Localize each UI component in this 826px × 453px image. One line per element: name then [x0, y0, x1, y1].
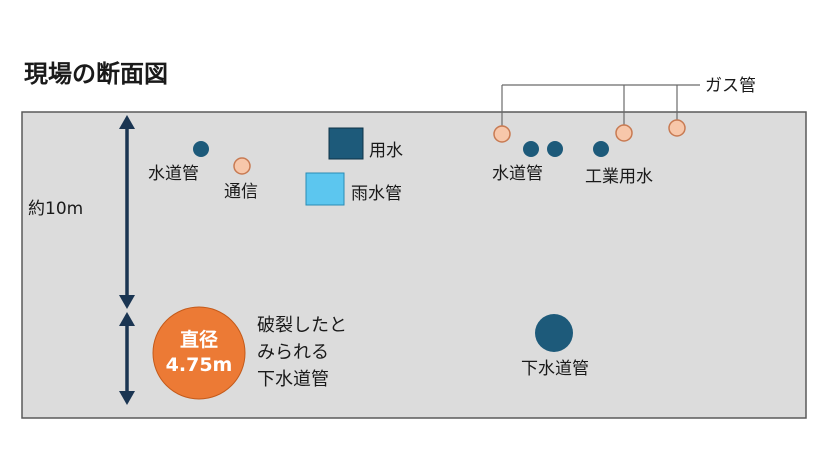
- telecom-marker: [233, 157, 251, 175]
- sewer-pipe-label: 下水道管: [521, 359, 589, 379]
- ground-section: [21, 111, 807, 419]
- burst-pipe-diameter-label: 直径: [180, 328, 218, 351]
- water-pipe-right-marker-1: [523, 141, 539, 157]
- water-pipe-left-marker: [193, 141, 209, 157]
- page-title: 現場の断面図: [24, 60, 168, 88]
- gas-pipe-leader-lines: [501, 84, 700, 126]
- burst-note-line-2: みられる: [257, 342, 329, 363]
- gas-pipe-marker-3: [668, 119, 686, 137]
- gas-pipe-marker-1: [493, 125, 511, 143]
- burst-pipe-diameter-value: 4.75m: [166, 354, 233, 376]
- water-pipe-right-marker-2: [547, 141, 563, 157]
- service-water-marker: [328, 127, 364, 160]
- depth-arrow-lower: [119, 312, 135, 405]
- water-pipe-right-label: 水道管: [492, 164, 543, 184]
- depth-arrow-upper: [119, 115, 135, 309]
- gas-pipe-marker-2: [615, 124, 633, 142]
- storm-pipe-label: 雨水管: [351, 184, 402, 204]
- industrial-water-label: 工業用水: [585, 167, 653, 187]
- storm-pipe-marker: [305, 172, 345, 206]
- sewer-pipe-marker: [535, 314, 573, 352]
- burst-note-line-3: 下水道管: [257, 369, 329, 390]
- burst-note-line-1: 破裂したと: [257, 315, 347, 336]
- water-pipe-left-label: 水道管: [148, 164, 199, 184]
- gas-pipe-label: ガス管: [705, 76, 756, 96]
- service-water-label: 用水: [369, 141, 403, 161]
- depth-label: 約10m: [28, 199, 83, 219]
- industrial-water-marker: [593, 141, 609, 157]
- telecom-label: 通信: [224, 182, 258, 202]
- burst-sewer-pipe-marker: [152, 306, 246, 400]
